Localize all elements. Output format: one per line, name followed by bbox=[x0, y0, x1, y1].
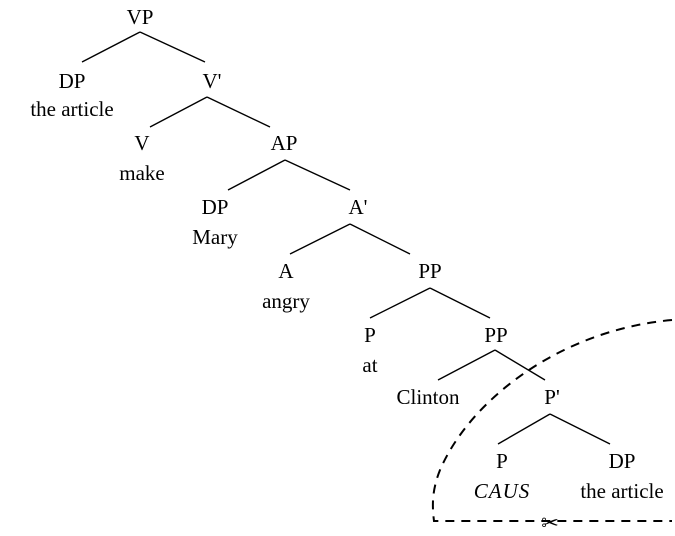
edge-pbar-dp bbox=[549, 413, 611, 445]
node-a: A bbox=[278, 259, 294, 283]
tree-edges bbox=[81, 31, 611, 445]
edge-vp-dp bbox=[81, 31, 141, 63]
word-the-article: the article bbox=[30, 97, 113, 121]
edge-pp-p bbox=[369, 287, 431, 319]
edge-vbar-v bbox=[149, 96, 208, 128]
word-caus: CAUS bbox=[474, 479, 531, 503]
word-angry: angry bbox=[262, 289, 310, 313]
node-dp-mary: DP bbox=[202, 195, 229, 219]
node-pp: PP bbox=[418, 259, 441, 283]
node-dp-article: DP bbox=[609, 449, 636, 473]
node-v-bar: V' bbox=[203, 69, 222, 93]
node-pp-lower: PP bbox=[484, 323, 507, 347]
tree-labels: VP DP the article V' V make AP DP Mary A… bbox=[30, 5, 663, 503]
edge-pbar-p bbox=[497, 413, 551, 445]
edge-pp2-pbar bbox=[494, 349, 546, 381]
node-v: V bbox=[134, 131, 149, 155]
edge-ap-abar bbox=[284, 159, 351, 191]
word-clinton: Clinton bbox=[396, 385, 460, 409]
node-p-bar: P' bbox=[544, 385, 559, 409]
word-the-article-lower: the article bbox=[580, 479, 663, 503]
edge-vbar-ap bbox=[206, 96, 271, 128]
node-dp: DP bbox=[59, 69, 86, 93]
edge-vp-vbar bbox=[139, 31, 206, 63]
edge-pp-pp bbox=[429, 287, 491, 319]
edge-abar-a bbox=[289, 223, 351, 255]
word-mary: Mary bbox=[192, 225, 238, 249]
node-ap: AP bbox=[271, 131, 298, 155]
node-vp: VP bbox=[127, 5, 154, 29]
word-at: at bbox=[362, 353, 377, 377]
edge-abar-pp bbox=[349, 223, 411, 255]
edge-pp2-clinton bbox=[437, 349, 496, 381]
node-a-bar: A' bbox=[349, 195, 368, 219]
word-make: make bbox=[119, 161, 164, 185]
edge-ap-dp bbox=[227, 159, 286, 191]
node-p-caus: P bbox=[496, 449, 508, 473]
node-p: P bbox=[364, 323, 376, 347]
scissors-icon: ✂ bbox=[541, 511, 559, 535]
cut-boundary bbox=[431, 319, 673, 522]
